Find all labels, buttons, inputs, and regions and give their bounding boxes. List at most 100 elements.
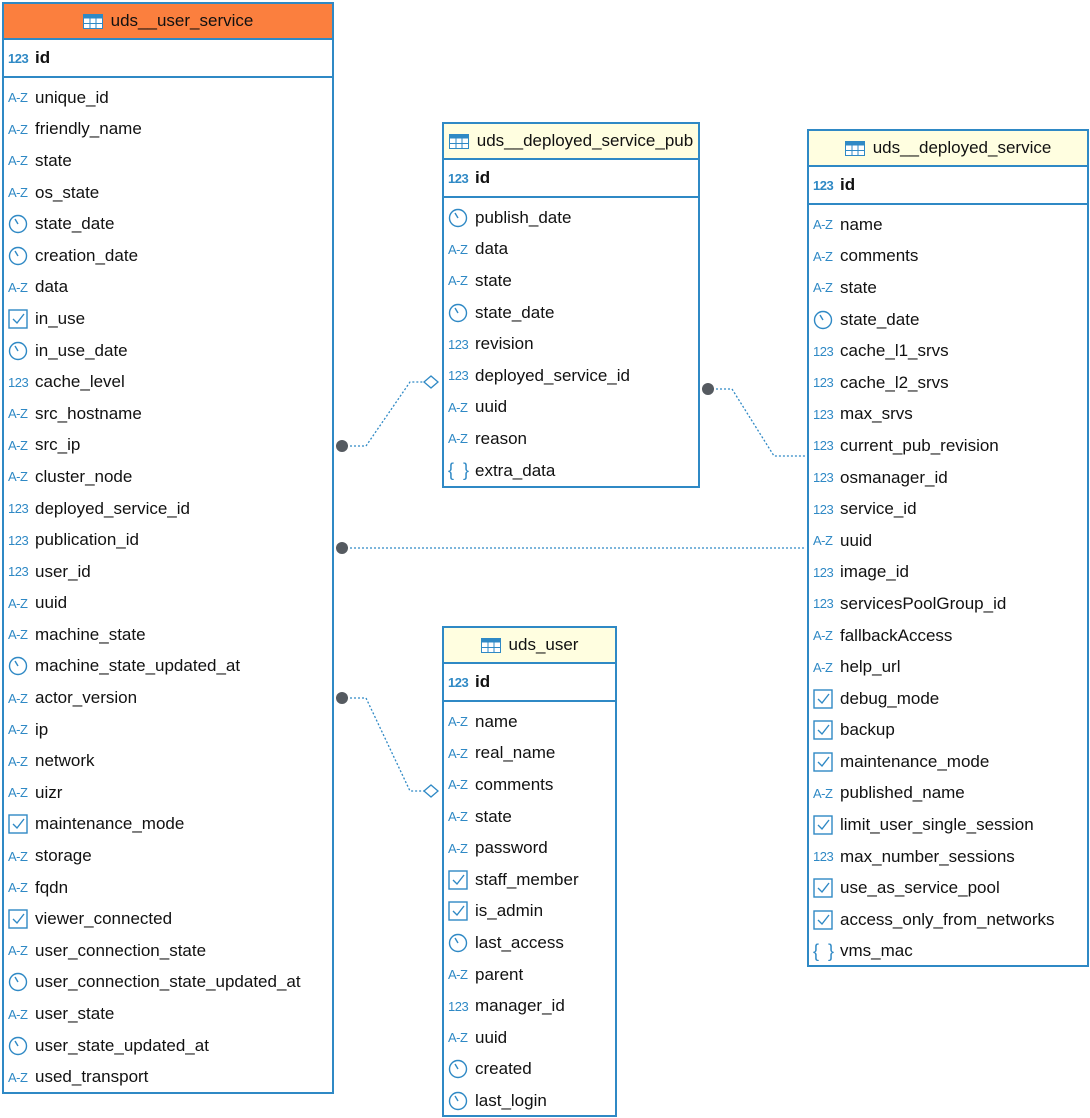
- column-row[interactable]: state_date: [809, 304, 1087, 336]
- entity-header[interactable]: uds__deployed_service: [809, 131, 1087, 167]
- column-row[interactable]: in_use_date: [4, 335, 332, 367]
- column-row[interactable]: state_date: [444, 297, 698, 329]
- column-row[interactable]: user_state_updated_at: [4, 1030, 332, 1062]
- column-row[interactable]: backup: [809, 715, 1087, 747]
- column-row[interactable]: maintenance_mode: [809, 746, 1087, 778]
- entity-header[interactable]: uds_user: [444, 628, 615, 664]
- text-type-icon: A-Z: [448, 745, 468, 761]
- column-row[interactable]: last_access: [444, 927, 615, 959]
- column-row[interactable]: viewer_connected: [4, 903, 332, 935]
- column-row[interactable]: access_only_from_networks: [809, 904, 1087, 936]
- column-row[interactable]: is_admin: [444, 896, 615, 928]
- column-row[interactable]: last_login: [444, 1085, 615, 1117]
- column-name: help_url: [840, 657, 901, 677]
- column-row[interactable]: state_date: [4, 208, 332, 240]
- column-row[interactable]: in_use: [4, 303, 332, 335]
- column-row[interactable]: maintenance_mode: [4, 809, 332, 841]
- text-type-icon: A-Z: [8, 437, 28, 453]
- column-row[interactable]: debug_mode: [809, 683, 1087, 715]
- link-pub-to-deployed-service: [708, 388, 806, 457]
- column-name: user_id: [35, 561, 91, 581]
- entity-header[interactable]: uds__user_service: [4, 4, 332, 40]
- column-row[interactable]: machine_state_updated_at: [4, 651, 332, 683]
- column-row[interactable]: publish_date: [444, 202, 698, 234]
- checkbox-icon: [813, 752, 837, 772]
- number-type-icon: 123: [813, 564, 834, 580]
- column-row[interactable]: staff_member: [444, 864, 615, 896]
- column-name: cache_l2_srvs: [840, 372, 949, 392]
- column-row[interactable]: use_as_service_pool: [809, 872, 1087, 904]
- entity-header[interactable]: uds__deployed_service_pub: [444, 124, 698, 160]
- text-type-icon: A-Z: [813, 628, 833, 644]
- column-row[interactable]: limit_user_single_session: [809, 809, 1087, 841]
- column-row[interactable]: creation_date: [4, 240, 332, 272]
- column-row[interactable]: { }extra_data: [444, 455, 698, 487]
- clock-icon: [8, 1036, 32, 1056]
- column-row[interactable]: user_connection_state_updated_at: [4, 967, 332, 999]
- column-row[interactable]: { }vms_mac: [809, 936, 1087, 968]
- column-row[interactable]: created: [444, 1054, 615, 1086]
